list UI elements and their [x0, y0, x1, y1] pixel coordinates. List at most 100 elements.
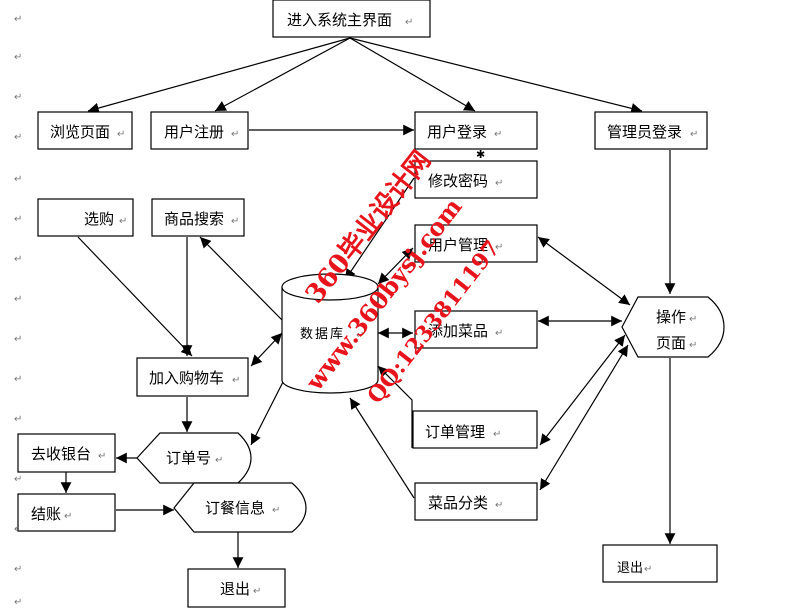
- node-database-top: [281, 273, 379, 301]
- node-product-search: [151, 198, 245, 237]
- node-database-body: [281, 287, 379, 394]
- arrow-main-to-browse: [87, 37, 351, 114]
- para-mark: ↵: [356, 330, 364, 341]
- para-mark: ↵: [14, 474, 22, 485]
- arrow-operation-category: [539, 344, 629, 491]
- node-user-management: [414, 224, 538, 263]
- para-mark: ↵: [253, 586, 261, 597]
- node-order-info: [173, 482, 307, 533]
- arrow-main-to-login: [349, 37, 476, 112]
- node-browse-page: [37, 111, 133, 150]
- para-mark: ↵: [14, 294, 22, 305]
- arrow-db-cart: [250, 332, 283, 367]
- node-operation-page: [621, 296, 725, 358]
- para-mark: ↵: [14, 132, 22, 143]
- label-change-password: 修改密码: [428, 172, 488, 190]
- label-product-search: 商品搜索: [164, 210, 224, 228]
- label-exit-right: 退出: [617, 561, 643, 576]
- node-labels: 进入系统主界面 ↵ 浏览页面 ↵ 用户注册 ↵ 用户登录 ↵ 管理员登录 ↵ 修…: [31, 11, 698, 598]
- para-mark: ↵: [495, 328, 503, 339]
- para-mark: ↵: [231, 129, 239, 140]
- node-user-login: [414, 111, 538, 150]
- para-mark: ↵: [689, 314, 697, 325]
- node-change-password: [414, 160, 538, 199]
- para-mark: ↵: [14, 52, 22, 63]
- para-mark: ↵: [689, 340, 697, 351]
- label-add-dishes: 添加菜品: [428, 322, 488, 340]
- node-order-management: [412, 410, 538, 449]
- arrow-operation-ordermgmt: [539, 334, 626, 446]
- label-order-number: 订单号: [166, 449, 211, 467]
- arrow-ordermgmt-to-db: [377, 365, 413, 448]
- label-admin-login: 管理员登录: [607, 123, 682, 141]
- para-mark: ↵: [644, 564, 652, 575]
- para-mark: ↵: [215, 455, 223, 466]
- node-exit-left: [187, 568, 286, 608]
- label-database: 数据库: [300, 326, 345, 342]
- para-mark: ↵: [117, 129, 125, 140]
- label-main-entry: 进入系统主界面: [287, 11, 392, 29]
- label-dish-category: 菜品分类: [428, 494, 488, 512]
- para-mark: ↵: [14, 564, 22, 575]
- para-mark: ↵: [14, 174, 22, 185]
- arrow-main-to-admin: [349, 37, 643, 114]
- para-mark: ↵: [14, 254, 22, 265]
- arrow-password-to-db: [344, 177, 415, 281]
- arrow-category-to-db: [349, 397, 415, 499]
- para-mark: ↵: [493, 429, 501, 440]
- arrow-main-to-register: [214, 37, 351, 112]
- connector-star-icon: ✱: [476, 148, 485, 161]
- label-order-management: 订单管理: [425, 423, 485, 441]
- para-mark: ↵: [495, 242, 503, 253]
- para-mark: ↵: [98, 451, 106, 462]
- node-exit-right: [602, 544, 718, 583]
- label-operation-page-line2: 页面: [656, 334, 686, 352]
- para-mark: ↵: [14, 334, 22, 345]
- para-mark: ↵: [14, 14, 22, 25]
- arrow-operation-usermgmt: [537, 236, 631, 306]
- para-mark: ↵: [14, 92, 22, 103]
- para-mark: ↵: [14, 214, 22, 225]
- node-select-buy: [37, 198, 134, 237]
- node-dish-category: [414, 482, 538, 521]
- para-mark: ↵: [231, 216, 239, 227]
- node-add-dishes: [414, 310, 538, 349]
- para-mark: ↵: [119, 216, 127, 227]
- label-add-to-cart: 加入购物车: [149, 369, 224, 387]
- para-mark: ↵: [14, 374, 22, 385]
- flow-nodes: [17, 0, 725, 608]
- label-go-checkout: 去收银台: [31, 445, 91, 463]
- label-operation-page-line1: 操作: [656, 308, 686, 326]
- para-mark: ↵: [495, 500, 503, 511]
- connectors: [60, 37, 676, 568]
- arrow-db-to-ordernum: [250, 377, 286, 446]
- node-settle: [17, 493, 116, 532]
- label-user-management: 用户管理: [428, 236, 488, 254]
- node-main-entry: [272, 0, 431, 38]
- para-mark: ↵: [14, 597, 22, 608]
- para-mark: ↵: [405, 17, 413, 28]
- para-mark: ↵: [14, 414, 22, 425]
- arrow-selectbuy-to-cart: [77, 236, 193, 357]
- label-user-login: 用户登录: [427, 123, 487, 141]
- node-admin-login: [594, 111, 708, 150]
- label-select-buy: 选购: [84, 210, 114, 228]
- para-mark: ↵: [272, 505, 280, 516]
- node-order-number: [136, 432, 252, 484]
- label-browse-page: 浏览页面: [50, 123, 110, 141]
- arrow-db-usermgmt: [377, 247, 414, 285]
- para-mark: ↵: [232, 375, 240, 386]
- para-mark: ↵: [494, 129, 502, 140]
- para-mark: ↵: [690, 129, 698, 140]
- arrow-db-to-search: [199, 236, 283, 321]
- label-order-info: 订餐信息: [205, 499, 265, 517]
- label-user-register: 用户注册: [164, 123, 224, 141]
- node-go-checkout: [17, 433, 116, 473]
- node-user-register: [150, 111, 249, 150]
- para-mark: ↵: [64, 511, 72, 522]
- para-mark: ↵: [495, 178, 503, 189]
- node-add-to-cart: [136, 357, 249, 397]
- label-exit-left: 退出: [220, 580, 250, 598]
- label-settle: 结账: [31, 505, 61, 523]
